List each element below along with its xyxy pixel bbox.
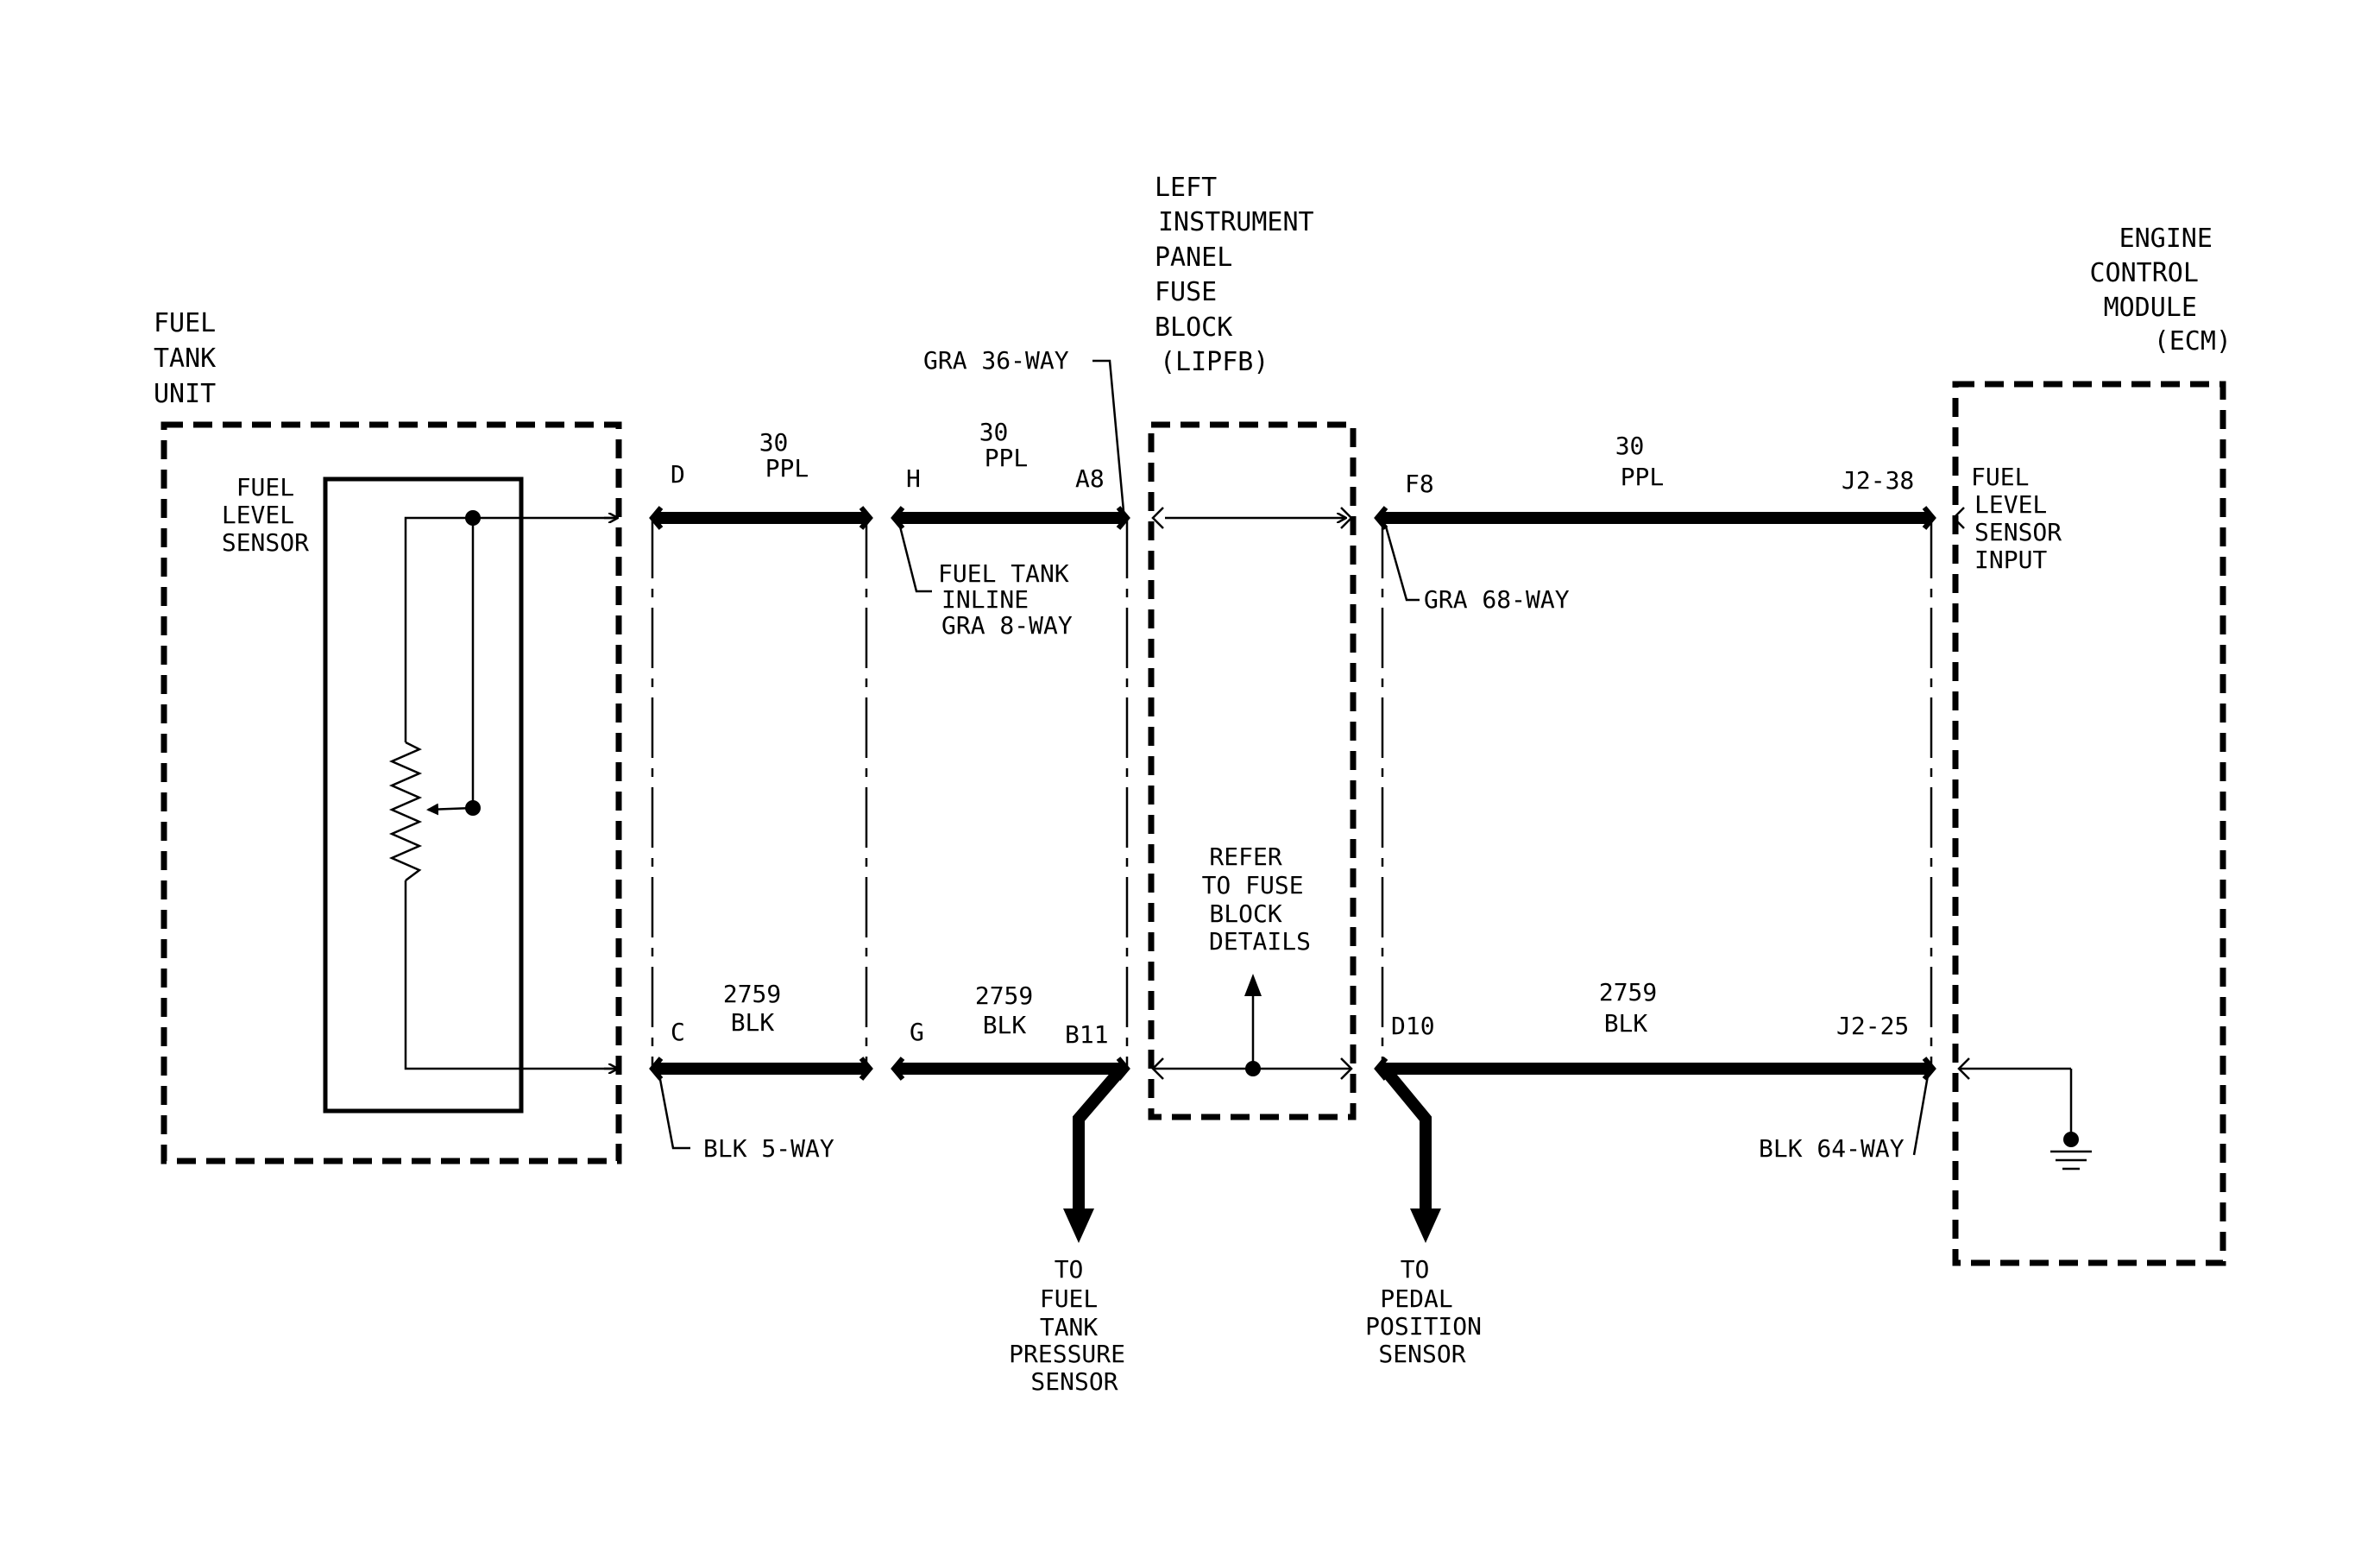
wire-label-bot-seg3: 2759 BLK bbox=[1599, 978, 1672, 1038]
sensor-bottom-conductor bbox=[404, 880, 613, 1070]
fuel-tank-unit-box bbox=[161, 421, 622, 1164]
pin-label-g: G bbox=[910, 1018, 924, 1046]
destination-pedal-position: TO PEDAL POSITION SENSOR bbox=[1365, 1255, 1496, 1368]
wire-label-top-seg2: 30 PPL bbox=[979, 418, 1029, 472]
ecm-box bbox=[1952, 381, 2226, 1266]
ground-icon bbox=[2050, 1132, 2092, 1171]
arrow-up-icon bbox=[1244, 974, 1262, 996]
lipfb-label: LEFT INSTRUMENT PANEL FUSE BLOCK (LIPFB) bbox=[1155, 173, 1330, 377]
fuel-level-sensor-label: FUEL LEVEL SENSOR bbox=[222, 473, 309, 557]
wire-label-top-seg1: 30 PPL bbox=[759, 428, 809, 483]
refer-fuse-block-details: REFER TO FUSE BLOCK DETAILS bbox=[1202, 842, 1319, 956]
leader-line bbox=[1384, 526, 1420, 602]
pin-arrow-icon bbox=[1151, 507, 1164, 529]
connector-blk-5way: D C BLK 5-WAY bbox=[651, 460, 868, 1163]
pin-arrow-icon bbox=[1340, 507, 1353, 529]
pin-label-d10: D10 bbox=[1391, 1012, 1435, 1040]
wire-branch-pedal-position bbox=[1379, 1064, 1432, 1210]
wire-label-bot-seg2: 2759 BLK bbox=[975, 981, 1048, 1039]
pin-arrow-icon bbox=[1952, 507, 1965, 529]
pin-label-a8: A8 bbox=[1075, 464, 1105, 493]
fuel-tank-unit: FUEL TANK UNIT FUEL LEVEL SENSOR bbox=[154, 308, 622, 1164]
lipfb: LEFT INSTRUMENT PANEL FUSE BLOCK (LIPFB)… bbox=[1148, 173, 1357, 1120]
ecm-label: ENGINE CONTROL MODULE (ECM) bbox=[2090, 224, 2232, 357]
pin-arrow-icon bbox=[1957, 1057, 1970, 1080]
leader-line bbox=[1092, 359, 1125, 512]
lipfb-box bbox=[1148, 421, 1357, 1120]
destination-fuel-tank-pressure: TO FUEL TANK PRESSURE SENSOR bbox=[1009, 1255, 1140, 1396]
wire-branch-fuel-tank-pressure bbox=[1073, 1064, 1127, 1210]
leader-line bbox=[658, 1074, 690, 1150]
connector-inline: H G A8 B11 FUEL TANK INLINE GRA 8-WAY GR… bbox=[897, 346, 1140, 1396]
arrow-down-icon bbox=[1410, 1208, 1441, 1243]
fuel-level-sensor-box bbox=[323, 476, 524, 1114]
connector-gra-68way: F8 D10 J2-38 J2-25 GRA 68-WAY BLK 64-WAY… bbox=[1365, 466, 1933, 1368]
connector-marks bbox=[649, 506, 1936, 1081]
connector-label-gra-36way: GRA 36-WAY bbox=[923, 346, 1069, 375]
pin-label-c: C bbox=[671, 1018, 685, 1046]
pin-arrow-icon bbox=[1151, 1057, 1164, 1080]
pin-arrow-icon bbox=[1340, 1057, 1353, 1080]
pin-label-f8: F8 bbox=[1405, 470, 1434, 498]
fuel-tank-unit-label: FUEL TANK UNIT bbox=[154, 308, 231, 409]
wire-segments: 30 PPL 30 PPL 30 PPL 2759 BLK 2759 BLK 2… bbox=[649, 418, 1936, 1081]
resistor-icon bbox=[388, 741, 423, 881]
connector-label-inline: FUEL TANK INLINE GRA 8-WAY bbox=[938, 559, 1084, 640]
connector-label-blk-5way: BLK 5-WAY bbox=[703, 1134, 834, 1163]
wire-label-top-seg3: 30 PPL bbox=[1615, 432, 1665, 491]
pin-label-j2-38: J2-38 bbox=[1842, 466, 1914, 495]
pin-label-h: H bbox=[906, 464, 921, 493]
connector-label-blk-64way: BLK 64-WAY bbox=[1759, 1134, 1905, 1163]
leader-line bbox=[1912, 1075, 1930, 1156]
arrow-down-icon bbox=[1063, 1208, 1094, 1243]
leader-line bbox=[897, 522, 932, 593]
sensor-top-conductor bbox=[404, 516, 613, 742]
engine-control-module: ENGINE CONTROL MODULE (ECM) FUEL LEVEL S… bbox=[1952, 224, 2232, 1266]
wiper-arrow-icon bbox=[426, 803, 474, 816]
junction-dot bbox=[465, 510, 481, 526]
pin-label-d: D bbox=[671, 460, 685, 489]
ecm-input-label: FUEL LEVEL SENSOR INPUT bbox=[1971, 463, 2076, 574]
pin-label-j2-25: J2-25 bbox=[1836, 1012, 1909, 1040]
pin-label-b11: B11 bbox=[1065, 1020, 1109, 1049]
connector-label-gra-68way: GRA 68-WAY bbox=[1424, 585, 1570, 614]
wire-label-bot-seg1: 2759 BLK bbox=[723, 980, 796, 1037]
